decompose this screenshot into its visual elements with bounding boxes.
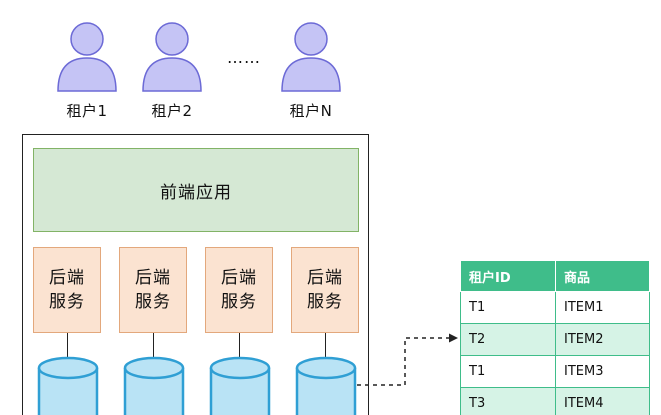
cell-tenant-id: T1	[460, 291, 556, 324]
database-icon	[123, 356, 185, 415]
table-row: T1 ITEM1	[460, 291, 650, 324]
backend-service-1: 后端 服务	[33, 247, 101, 333]
tenant-2: 租户2	[139, 20, 205, 121]
cell-item: ITEM2	[555, 323, 650, 356]
column-header-tenant-id: 租户ID	[460, 260, 556, 292]
tenant-data-table: 租户ID 商品 T1 ITEM1 T2 ITEM2 T1 ITEM3 T3 IT…	[460, 260, 650, 415]
person-icon	[57, 22, 117, 92]
table-row: T3 ITEM4	[460, 387, 650, 415]
person-icon	[281, 22, 341, 92]
backend-db-connector	[153, 333, 154, 359]
cell-item: ITEM4	[555, 387, 650, 415]
tenant-label: 租户2	[151, 102, 193, 120]
tenant-label: 租户N	[289, 102, 333, 120]
backend-db-connector	[239, 333, 240, 359]
backend-db-connector	[67, 333, 68, 359]
backend-service-4: 后端 服务	[291, 247, 359, 333]
backend-label-line1: 后端	[135, 268, 171, 288]
backend-label-line1: 后端	[221, 268, 257, 288]
arrowhead-icon	[449, 333, 458, 343]
tenant-ellipsis: ……	[227, 48, 261, 67]
backend-label-line2: 服务	[307, 292, 343, 312]
database-icon	[209, 356, 271, 415]
column-header-item: 商品	[555, 260, 650, 292]
table-header-row: 租户ID 商品	[460, 260, 650, 292]
tenant-1: 租户1	[54, 20, 120, 121]
backend-label-line1: 后端	[307, 268, 343, 288]
backend-service-2: 后端 服务	[119, 247, 187, 333]
database-icon	[295, 356, 357, 415]
database-icon	[37, 356, 99, 415]
person-icon	[142, 22, 202, 92]
backend-label-line1: 后端	[49, 268, 85, 288]
backend-label-line2: 服务	[49, 292, 85, 312]
frontend-app-box: 前端应用	[33, 148, 359, 232]
table-row: T1 ITEM3	[460, 355, 650, 388]
backend-db-connector	[325, 333, 326, 359]
tenant-label: 租户1	[66, 102, 108, 120]
backend-label-line2: 服务	[221, 292, 257, 312]
backend-label-line2: 服务	[135, 292, 171, 312]
cell-tenant-id: T1	[460, 355, 556, 388]
tenant-n: 租户N	[278, 20, 344, 121]
cell-tenant-id: T3	[460, 387, 556, 415]
table-row: T2 ITEM2	[460, 323, 650, 356]
cell-tenant-id: T2	[460, 323, 556, 356]
backend-service-3: 后端 服务	[205, 247, 273, 333]
cell-item: ITEM1	[555, 291, 650, 324]
cell-item: ITEM3	[555, 355, 650, 388]
